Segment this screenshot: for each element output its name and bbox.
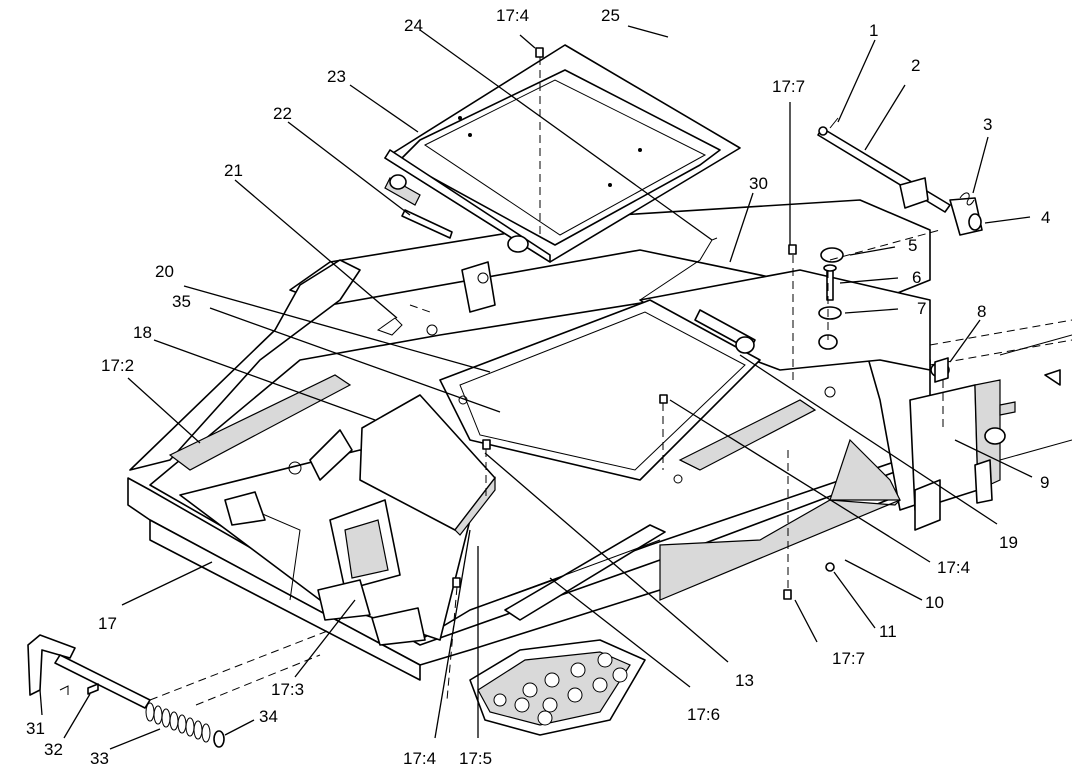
callout-33: 33	[90, 749, 109, 768]
seat-bracket	[461, 261, 496, 313]
leader-lines	[39, 25, 1033, 750]
callout-17-6: 17:6	[687, 705, 720, 724]
callout-30: 30	[749, 174, 768, 193]
center-lines	[149, 57, 944, 706]
callout-11: 11	[879, 622, 897, 641]
callout-4: 4	[1041, 208, 1050, 227]
callout-23: 23	[327, 67, 346, 86]
right-hinge-bracket	[909, 319, 1072, 531]
callout-17-4-top: 17:4	[496, 6, 529, 25]
chassis-frame	[127, 199, 931, 681]
callout-17: 17	[98, 614, 117, 633]
callout-17-7-top: 17:7	[772, 77, 805, 96]
callout-31: 31	[26, 719, 45, 738]
callout-35: 35	[172, 292, 191, 311]
callout-18: 18	[133, 323, 152, 342]
callout-25: 25	[601, 6, 620, 25]
callout-8: 8	[977, 302, 986, 321]
callout-22: 22	[273, 104, 292, 123]
callout-20: 20	[155, 262, 174, 281]
callout-17-4-bottom: 17:4	[403, 749, 436, 768]
callout-24: 24	[404, 16, 423, 35]
callout-17-2: 17:2	[101, 356, 134, 375]
step-plate	[469, 639, 646, 736]
callout-17-3: 17:3	[271, 680, 304, 699]
callout-19: 19	[999, 533, 1018, 552]
seat-pan	[384, 44, 741, 263]
callout-labels: 1 2 3 4 5 6 7 8 9 10 11 13 17 18 19 20 2…	[26, 6, 1050, 768]
callout-17-5: 17:5	[459, 749, 492, 768]
callout-13: 13	[735, 671, 754, 690]
latch-rod-assembly	[817, 117, 983, 236]
fasteners	[376, 47, 835, 600]
callout-32: 32	[44, 740, 63, 759]
callout-3: 3	[983, 115, 992, 134]
callout-17-7-bottom: 17:7	[832, 649, 865, 668]
callout-2: 2	[911, 56, 920, 75]
callout-5: 5	[908, 236, 917, 255]
callout-21: 21	[224, 161, 243, 180]
callout-17-4-right: 17:4	[937, 558, 970, 577]
callout-6: 6	[912, 268, 921, 287]
fender-box	[224, 394, 496, 646]
callout-9: 9	[1040, 473, 1049, 492]
callout-10: 10	[925, 593, 944, 612]
callout-1: 1	[869, 21, 878, 40]
callout-34: 34	[259, 707, 278, 726]
callout-7: 7	[917, 299, 926, 318]
pedal-rod-assembly	[27, 634, 225, 748]
